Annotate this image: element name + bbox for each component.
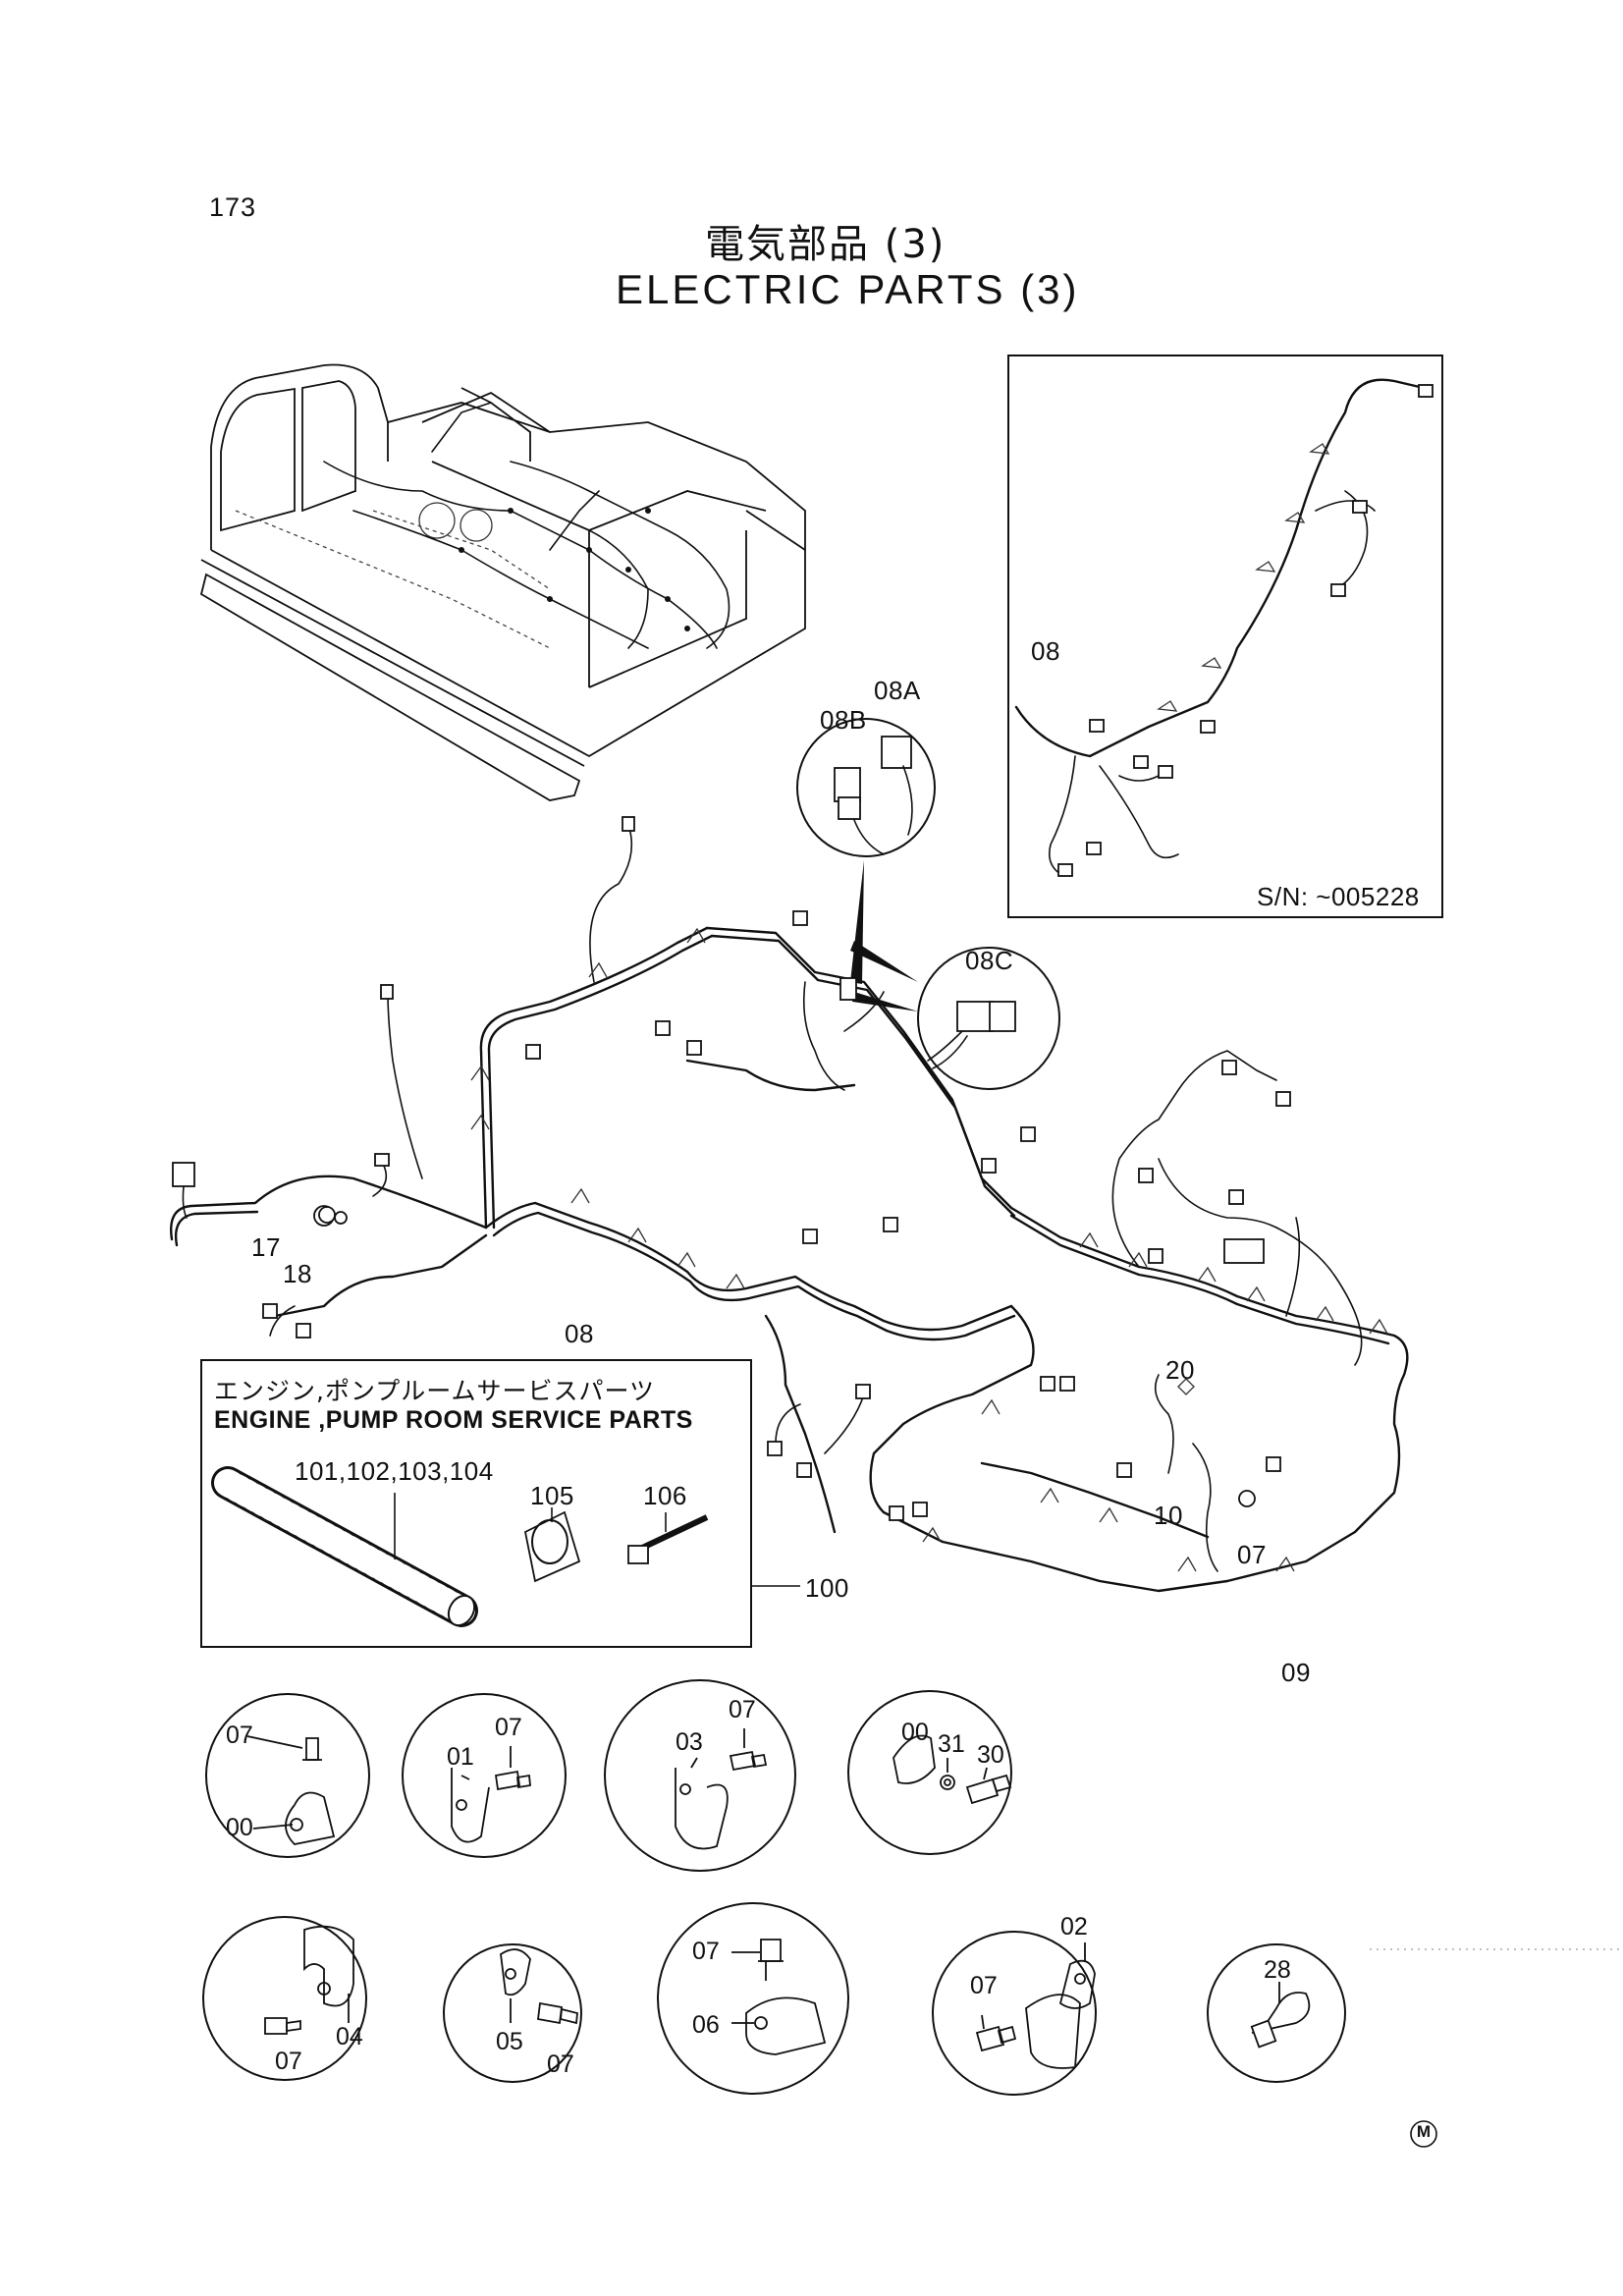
- service-label-tube: 101,102,103,104: [295, 1456, 494, 1486]
- detail-circle-7: [657, 1902, 849, 2095]
- m-mark-circle: [1410, 2120, 1437, 2148]
- callout-17: 17: [251, 1232, 281, 1262]
- d9-label-a: 28: [1264, 1956, 1291, 1984]
- service-label-tape: 105: [530, 1481, 574, 1510]
- callout-08c: 08C: [965, 946, 1014, 975]
- callout-100: 100: [805, 1573, 849, 1603]
- callout-07: 07: [1237, 1540, 1267, 1569]
- d4-label-c: 30: [977, 1741, 1004, 1769]
- convoluted-tube-illustration: [211, 1466, 478, 1627]
- detail-circle-4: [847, 1690, 1012, 1855]
- d6-label-a: 05: [496, 2028, 523, 2055]
- service-parts-box: [200, 1359, 800, 1648]
- d1-label-a: 07: [226, 1722, 253, 1749]
- inset-callout-08: 08: [1031, 636, 1060, 666]
- callout-20: 20: [1165, 1355, 1195, 1385]
- service-label-tie: 106: [643, 1481, 687, 1510]
- page-number: 173: [209, 192, 257, 222]
- d7-label-b: 06: [692, 2011, 720, 2039]
- d7-label-a: 07: [692, 1938, 720, 1965]
- callout-09: 09: [1281, 1658, 1311, 1687]
- d2-label-b: 01: [447, 1743, 474, 1771]
- detail-circle-2: [402, 1693, 567, 1858]
- callout-08b: 08B: [820, 705, 867, 735]
- d3-label-b: 03: [676, 1728, 703, 1756]
- callout-08-main: 08: [565, 1319, 594, 1348]
- d8-label-a: 02: [1060, 1913, 1088, 1941]
- d4-label-a: 00: [901, 1719, 929, 1746]
- detail-circle-1: [205, 1693, 370, 1858]
- d1-label-b: 00: [226, 1814, 253, 1841]
- detail-circle-6: [443, 1943, 582, 2083]
- tape-roll-illustration: [523, 1507, 581, 1583]
- d5-label-b: 04: [336, 2023, 363, 2050]
- d2-label-a: 07: [495, 1714, 522, 1741]
- d6-label-b: 07: [547, 2050, 574, 2078]
- m-mark: M: [1416, 2122, 1432, 2141]
- service-box-title-en: ENGINE ,PUMP ROOM SERVICE PARTS: [214, 1406, 693, 1434]
- detail-circle-8: [932, 1931, 1097, 2096]
- callout-10: 10: [1154, 1501, 1183, 1530]
- d4-label-b: 31: [938, 1730, 965, 1758]
- inset-frame: [1007, 355, 1443, 918]
- service-box-title-jp: エンジン,ポンプルームサービスパーツ: [214, 1377, 655, 1405]
- cable-tie-illustration: [627, 1512, 709, 1564]
- machine-overview-illustration: [199, 363, 806, 801]
- page-title-jp: 電気部品 (3): [705, 222, 947, 267]
- detail-circle-3: [604, 1679, 796, 1872]
- d3-label-a: 07: [729, 1696, 756, 1723]
- d8-label-b: 07: [970, 1972, 998, 1999]
- detail-bubble-08c: [850, 941, 1060, 1090]
- callout-18: 18: [283, 1259, 312, 1288]
- callout-08a: 08A: [874, 676, 921, 705]
- detail-circle-5: [202, 1916, 367, 2081]
- detail-bubble-08ab: [796, 718, 936, 984]
- page-title-en: ELECTRIC PARTS (3): [616, 266, 1080, 312]
- serial-number-note: S/N: ~005228: [1257, 882, 1420, 911]
- detail-circle-9: [1207, 1943, 1346, 2083]
- main-wire-harness: [170, 816, 1409, 1593]
- d5-label-a: 07: [275, 2048, 302, 2075]
